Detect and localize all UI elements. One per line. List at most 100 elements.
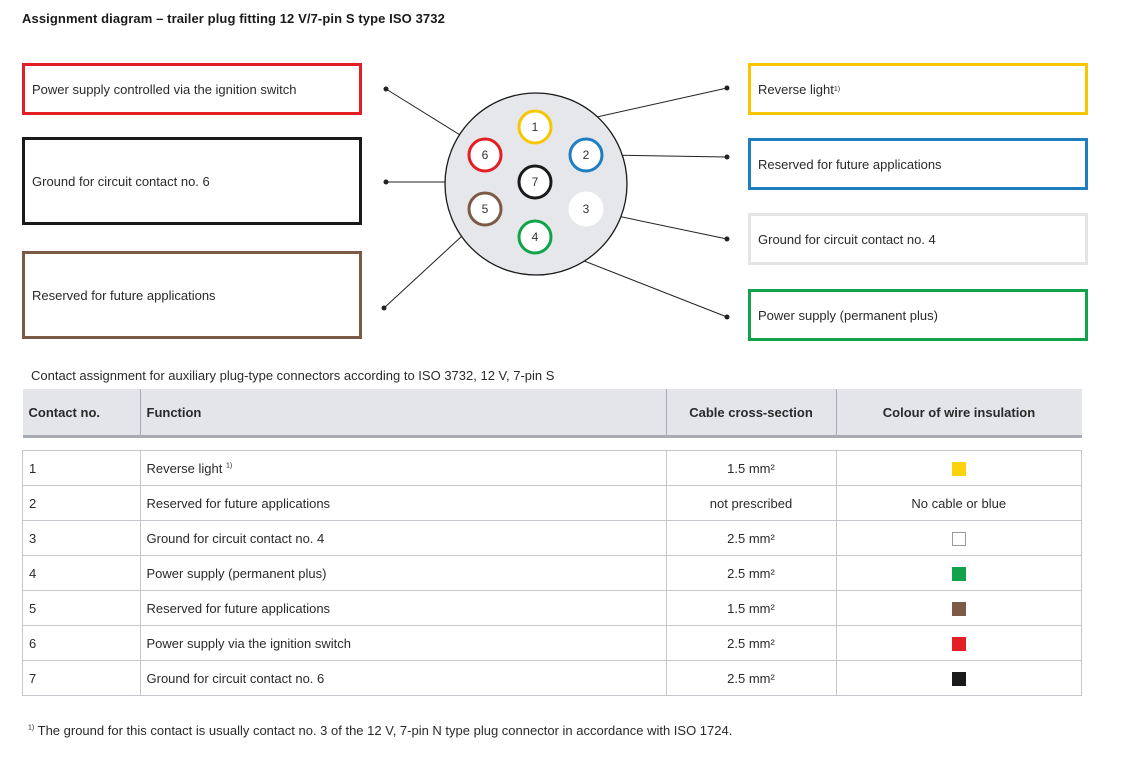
table-row: 3 Ground for circuit contact no. 4 2.5 mm²	[22, 520, 1082, 556]
pin-6: 6	[467, 137, 503, 173]
cell-contact-no: 3	[22, 520, 141, 556]
cell-function: Power supply via the ignition switch	[139, 625, 667, 661]
leader-line-pin-2	[602, 154, 728, 158]
right-box-label: Reverse light	[758, 81, 834, 97]
cell-cable-cross-section: 2.5 mm²	[665, 555, 837, 591]
leader-dot	[381, 305, 387, 311]
cell-function: Reverse light 1)	[139, 450, 667, 486]
cell-contact-no: 2	[22, 485, 141, 521]
cell-wire-colour	[835, 625, 1082, 661]
colour-swatch	[951, 671, 966, 686]
leader-dot	[724, 85, 730, 91]
pin-number: 2	[583, 148, 590, 162]
pin-ring	[467, 191, 503, 227]
cell-contact-no: 6	[22, 625, 141, 661]
pins: 1 2 3 4 5 6 7	[467, 109, 604, 255]
left-box-label: Reserved for future applications	[32, 287, 216, 303]
pin-7: 7	[517, 164, 553, 200]
pin-number: 5	[482, 202, 489, 216]
table-row: 6 Power supply via the ignition switch 2.5…	[22, 625, 1082, 661]
pin-2: 2	[568, 137, 604, 173]
pin-ring	[467, 137, 503, 173]
footnote: 1) The ground for this contact is usuall…	[28, 723, 732, 738]
colour-swatch	[951, 531, 966, 546]
cell-function: Ground for circuit contact no. 4	[139, 520, 667, 556]
contact-assignment-table: Contact no. Function Cable cross-section…	[22, 389, 1082, 696]
right-box-reserved: Reserved for future applications	[748, 138, 1088, 190]
left-box-label: Power supply controlled via the ignition…	[32, 81, 297, 97]
pin-ring	[517, 219, 553, 255]
header-contact-no: Contact no.	[22, 389, 140, 438]
left-box-ignition-supply: Power supply controlled via the ignition…	[22, 63, 362, 115]
header-cable-cross-section: Cable cross-section	[665, 389, 836, 438]
left-box-label: Ground for circuit contact no. 6	[32, 173, 210, 189]
cell-cable-cross-section: 2.5 mm²	[665, 520, 837, 556]
leader-line-pin-5	[383, 223, 476, 309]
pin-number: 7	[532, 175, 539, 189]
table-header-row: Contact no. Function Cable cross-section…	[22, 389, 1082, 438]
table-row: 4 Power supply (permanent plus) 2.5 mm²	[22, 555, 1082, 591]
function-text: Reverse light	[146, 460, 223, 476]
leader-dots	[381, 85, 730, 320]
cell-cable-cross-section: not prescribed	[665, 485, 837, 521]
header-wire-colour: Colour of wire insulation	[835, 389, 1082, 438]
cell-contact-no: 4	[22, 555, 141, 591]
cell-cable-cross-section: 2.5 mm²	[665, 625, 837, 661]
cell-contact-no: 7	[22, 660, 141, 696]
left-box-ground-contact-6: Ground for circuit contact no. 6	[22, 137, 362, 225]
function-text: Power supply via the ignition switch	[146, 635, 352, 651]
footnote-text: The ground for this contact is usually c…	[37, 723, 733, 738]
pin-number: 6	[482, 148, 489, 162]
right-box-ground-contact-4: Ground for circuit contact no. 4	[748, 213, 1088, 265]
pin-number: 4	[532, 230, 539, 244]
cell-wire-colour: No cable or blue	[835, 485, 1082, 521]
cell-cable-cross-section: 1.5 mm²	[665, 590, 837, 626]
plug-diagram: 1 2 3 4 5 6 7	[381, 85, 730, 320]
pin-5: 5	[467, 191, 503, 227]
footnote-mark: 1)	[226, 462, 233, 470]
cell-contact-no: 1	[22, 450, 141, 486]
right-box-permanent-plus: Power supply (permanent plus)	[748, 289, 1088, 341]
cell-contact-no: 5	[22, 590, 141, 626]
pin-number: 3	[583, 202, 590, 216]
right-box-label: Reserved for future applications	[758, 156, 942, 172]
leader-dot	[383, 86, 389, 92]
cell-wire-colour	[835, 450, 1082, 486]
cell-wire-colour	[835, 520, 1082, 556]
pin-number: 1	[532, 120, 539, 134]
pin-ring	[568, 137, 604, 173]
leader-dot	[724, 154, 730, 160]
pin-1: 1	[517, 109, 553, 145]
leader-dot	[724, 236, 730, 242]
colour-swatch	[951, 601, 966, 616]
pin-ring	[517, 164, 553, 200]
cell-wire-colour	[835, 660, 1082, 696]
header-function: Function	[139, 389, 666, 438]
function-text: Ground for circuit contact no. 6	[146, 670, 325, 686]
leader-dot	[724, 314, 730, 320]
left-box-reserved: Reserved for future applications	[22, 251, 362, 339]
function-text: Power supply (permanent plus)	[146, 565, 327, 581]
leader-dot	[383, 179, 389, 185]
cell-cable-cross-section: 1.5 mm²	[665, 450, 837, 486]
table-caption: Contact assignment for auxiliary plug-ty…	[31, 368, 555, 383]
function-text: Ground for circuit contact no. 4	[146, 530, 325, 546]
cell-wire-colour	[835, 590, 1082, 626]
pin-ring	[568, 191, 604, 227]
colour-swatch	[951, 461, 966, 476]
pin-3: 3	[568, 191, 604, 227]
cell-function: Reserved for future applications	[139, 590, 667, 626]
footnote-mark: 1)	[28, 724, 35, 732]
cell-cable-cross-section: 2.5 mm²	[665, 660, 837, 696]
leader-line-pin-3	[602, 212, 728, 240]
colour-swatch	[951, 566, 966, 581]
cell-function: Power supply (permanent plus)	[139, 555, 667, 591]
page-title: Assignment diagram – trailer plug fittin…	[22, 11, 445, 26]
wire-colour-text: No cable or blue	[911, 495, 1007, 511]
right-box-label: Ground for circuit contact no. 4	[758, 231, 936, 247]
right-box-label: Power supply (permanent plus)	[758, 307, 938, 323]
